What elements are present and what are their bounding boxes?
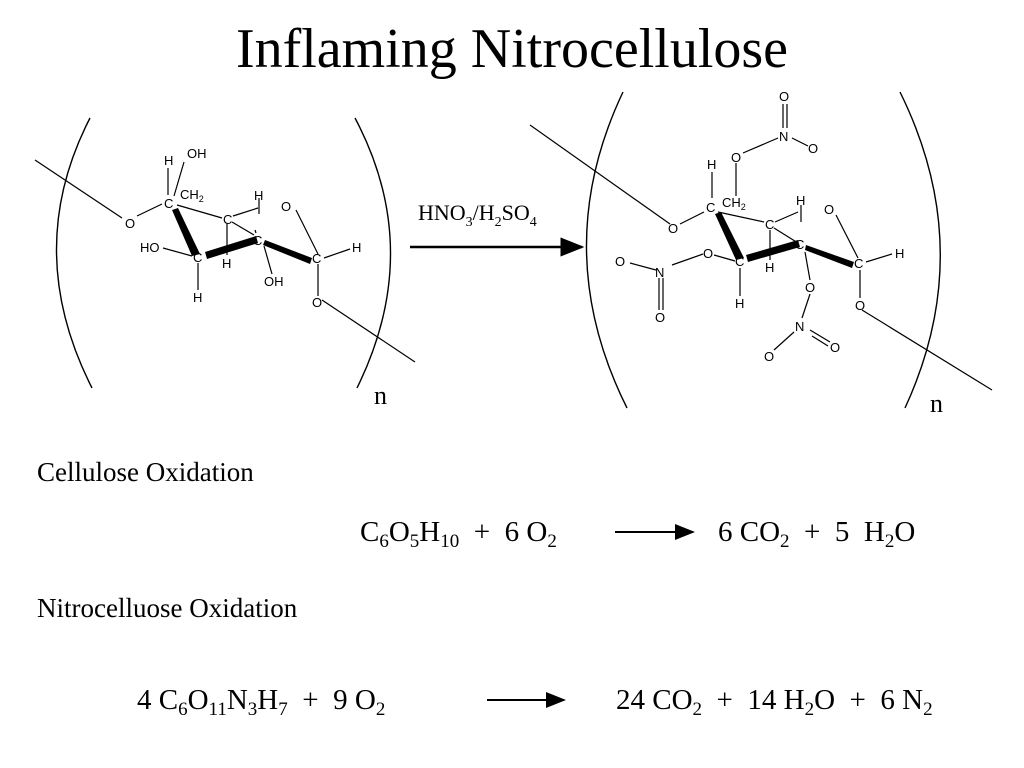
formula-text: N: [226, 684, 248, 716]
atom-label: N: [779, 129, 788, 144]
formula-text: + 14 H: [702, 684, 805, 716]
atom-label: H: [352, 240, 361, 255]
atom-label: N: [795, 319, 804, 334]
right-paren-close: [899, 91, 941, 409]
repeat-unit-n: n: [930, 389, 943, 418]
formula-subscript: 3: [247, 699, 258, 720]
atom-label: C: [765, 217, 774, 232]
formula-text: O: [187, 684, 209, 716]
atom-label: H: [222, 256, 231, 271]
left-paren-close: [354, 117, 392, 389]
atom-label: H: [765, 260, 774, 275]
formula-text: 24 CO: [616, 684, 693, 716]
atom-label: H: [895, 246, 904, 261]
formula-text: 6 CO: [718, 516, 781, 548]
atom-label: HO: [140, 240, 160, 255]
equation-2-products: 24 CO2 + 14 H2O + 6 N2: [616, 682, 933, 720]
equation-2-reactants: 4 C6O11N3H7 + 9 O2: [137, 682, 386, 720]
atom-label: C: [193, 250, 202, 265]
atom-label: O: [855, 298, 865, 313]
atom-label: OH: [187, 146, 207, 161]
bold-bond: [205, 236, 258, 259]
formula-subscript: 2: [780, 531, 790, 552]
formula-subscript: 2: [547, 531, 557, 552]
atom-label: CH2: [722, 195, 746, 212]
repeat-unit-n: n: [374, 381, 387, 410]
wedge-bond: [172, 208, 200, 256]
formula-text: + 5 H: [789, 516, 885, 548]
bold-bond: [746, 240, 800, 262]
formula-subscript: 2: [884, 531, 895, 552]
formula-subscript: 2: [692, 699, 703, 720]
wedge-bond: [263, 240, 312, 264]
atom-label: H: [735, 296, 744, 311]
atom-label: C: [706, 200, 715, 215]
atom-label: C: [253, 233, 262, 248]
reagent-label: HNO3/H2SO4: [418, 200, 537, 230]
atom-label: C: [735, 254, 744, 269]
atom-label: O: [703, 246, 713, 261]
formula-subscript: 6: [379, 531, 389, 552]
atom-label: CH2: [180, 187, 204, 204]
atom-label: O: [312, 295, 322, 310]
equation-1-reactants: C6O5H10 + 6 O2: [360, 514, 557, 552]
equation-1-products: 6 CO2 + 5 H2O: [718, 514, 916, 552]
wedge-bond: [715, 212, 744, 260]
atom-label: H: [707, 157, 716, 172]
nitrocellulose-structure: [529, 91, 993, 409]
formula-subscript: 6: [178, 699, 188, 720]
formula-text: 4 C: [137, 684, 179, 716]
atom-label: H: [193, 290, 202, 305]
atom-label: O: [779, 89, 789, 104]
atom-label: O: [830, 340, 840, 355]
formula-subscript: 2: [923, 699, 933, 720]
atom-label: O: [281, 199, 291, 214]
atom-label: O: [808, 141, 818, 156]
atom-label: O: [805, 280, 815, 295]
cellulose-atoms: O C H OH CH2 C H O HO C H C OH C H H O n: [125, 146, 387, 410]
wedge-bond: [805, 245, 854, 268]
atom-label: C: [164, 196, 173, 211]
nitrocellulose-atoms: O N O O H CH2 O C C H O O C H C C H O N …: [615, 89, 943, 418]
formula-subscript: 10: [440, 531, 460, 552]
formula-text: + 9 O: [287, 684, 376, 716]
section-heading-cellulose: Cellulose Oxidation: [37, 457, 254, 487]
formula-text: + 6 O: [459, 516, 548, 548]
atom-label: H: [254, 188, 263, 203]
formula-subscript: 5: [409, 531, 420, 552]
right-paren-open: [585, 91, 628, 409]
atom-label: O: [615, 254, 625, 269]
atom-label: O: [655, 310, 665, 325]
atom-label: H: [164, 153, 173, 168]
reaction-arrow: HNO3/H2SO4: [410, 200, 585, 257]
atom-label: OH: [264, 274, 284, 289]
formula-text: O + 6 N: [814, 684, 924, 716]
atom-label: O: [764, 349, 774, 364]
formula-text: H: [419, 516, 441, 548]
formula-text: C: [360, 516, 380, 548]
slide-title: Inflaming Nitrocellulose: [235, 18, 789, 80]
left-paren-open: [55, 117, 93, 389]
formula-subscript: 2: [375, 699, 386, 720]
formula-subscript: 7: [278, 699, 288, 720]
formula-subscript: 2: [804, 699, 815, 720]
formula-text: O: [388, 516, 410, 548]
atom-label: C: [312, 251, 321, 266]
formula-subscript: 11: [208, 699, 227, 720]
atom-label: O: [731, 150, 741, 165]
atom-label: O: [668, 221, 678, 236]
atom-label: O: [824, 202, 834, 217]
atom-label: O: [125, 216, 135, 231]
atom-label: H: [796, 193, 805, 208]
formula-text: H: [257, 684, 279, 716]
cellulose-structure: [34, 117, 416, 389]
formula-text: O: [894, 516, 916, 548]
section-heading-nitrocellulose: Nitrocelluose Oxidation: [37, 593, 298, 623]
atom-label: C: [854, 256, 863, 271]
atom-label: N: [655, 265, 664, 280]
atom-label: C: [223, 212, 232, 227]
atom-label: C: [795, 237, 804, 252]
